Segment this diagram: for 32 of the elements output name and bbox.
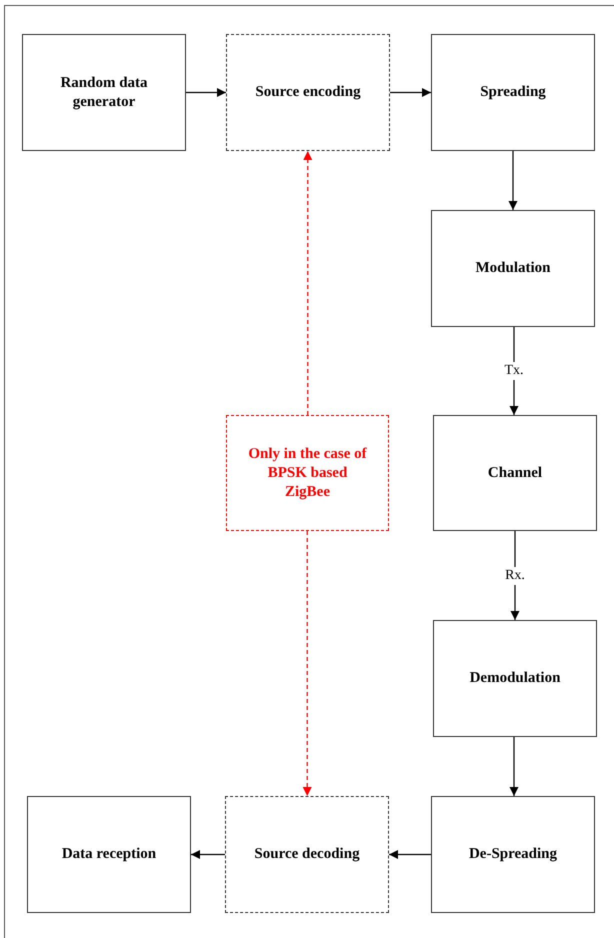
process-box [27,796,191,913]
box-label: Source encoding [254,83,362,102]
arrow [302,531,312,796]
arrow [389,850,431,859]
arrow [510,531,520,620]
dashed-box [226,415,389,531]
box-label: De-Spreading [468,845,558,864]
process-box [431,796,595,913]
arrow [186,88,226,97]
box-label: Random data generator [59,74,149,112]
box-label: Modulation [474,259,552,278]
arrow [303,151,312,415]
arrow [510,737,518,796]
box-label: Spreading [479,83,547,102]
box-label: Demodulation [468,669,562,688]
process-box [433,620,597,737]
process-box [22,34,186,151]
dashed-box [225,796,389,913]
edge-label: Tx. [504,362,524,380]
process-box [431,34,595,151]
process-box [431,210,595,327]
arrow [390,88,431,97]
box-label: Channel [486,464,544,482]
arrow [510,327,518,415]
dashed-box [226,34,390,151]
arrow [191,850,225,859]
box-label: Data reception [60,845,158,864]
arrow [508,151,518,210]
edge-label: Rx. [505,566,525,584]
process-box [433,415,597,531]
box-label: Only in the case of BPSK based ZigBee [247,444,368,502]
box-label: Source decoding [253,845,361,864]
